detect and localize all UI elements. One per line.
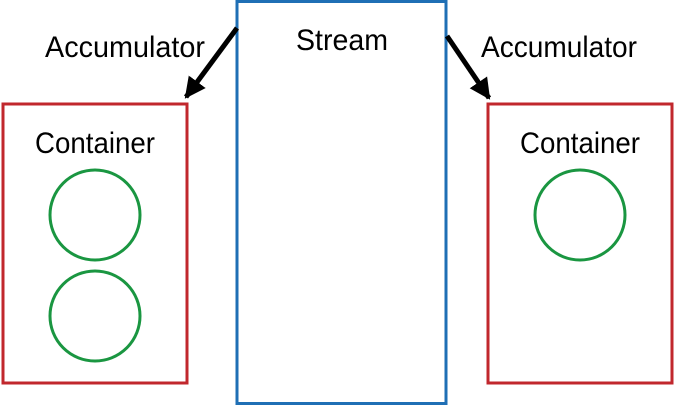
stream-box — [235, 0, 448, 405]
item-circle — [533, 168, 627, 262]
accumulator-label-left: Accumulator — [45, 31, 205, 64]
arrow-left — [183, 26, 240, 99]
container-box-left — [1, 102, 189, 385]
item-circle — [48, 168, 142, 262]
container-label-right: Container — [520, 127, 640, 160]
container-label-left: Container — [35, 127, 155, 160]
stream-label: Stream — [296, 24, 388, 57]
container-box-right — [486, 102, 674, 385]
item-circle — [48, 269, 142, 363]
arrow-right — [444, 34, 492, 100]
accumulator-label-right: Accumulator — [481, 31, 637, 64]
